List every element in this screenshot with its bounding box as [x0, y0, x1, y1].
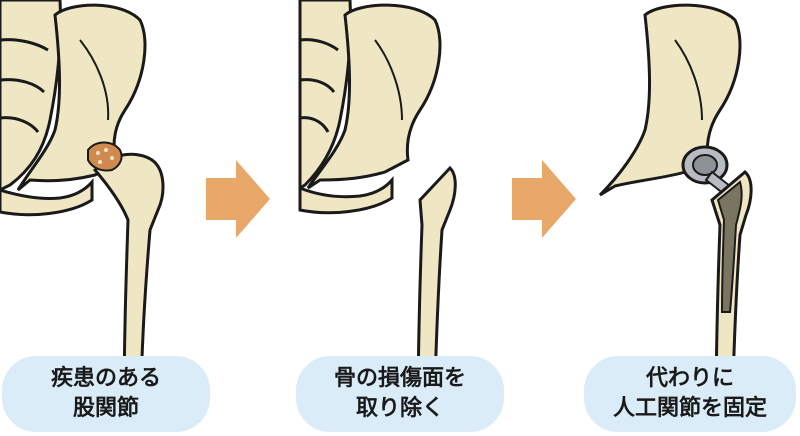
damaged-area [87, 141, 123, 172]
step-label-2-line1: 骨の損傷面を [333, 366, 466, 391]
step-label-2-line2: 取り除く [355, 396, 444, 421]
step-label-1-line1: 疾患のある [50, 366, 161, 391]
step-label-3-line2: 人工関節を固定 [612, 396, 767, 421]
step-label-2: 骨の損傷面を 取り除く [296, 356, 504, 432]
step-label-1-line2: 股関節 [72, 396, 139, 421]
arrow-right-icon [206, 160, 270, 238]
step-label-1: 疾患のある 股関節 [2, 356, 210, 432]
arrow-right-icon [512, 160, 576, 238]
step-label-3-line1: 代わりに [645, 366, 734, 391]
panel-diseased-hip [0, 0, 210, 436]
diseased-hip-illustration [0, 0, 165, 422]
step-label-3: 代わりに 人工関節を固定 [584, 356, 796, 432]
implant-stem [716, 180, 743, 313]
pelvis-bone [306, 3, 442, 190]
